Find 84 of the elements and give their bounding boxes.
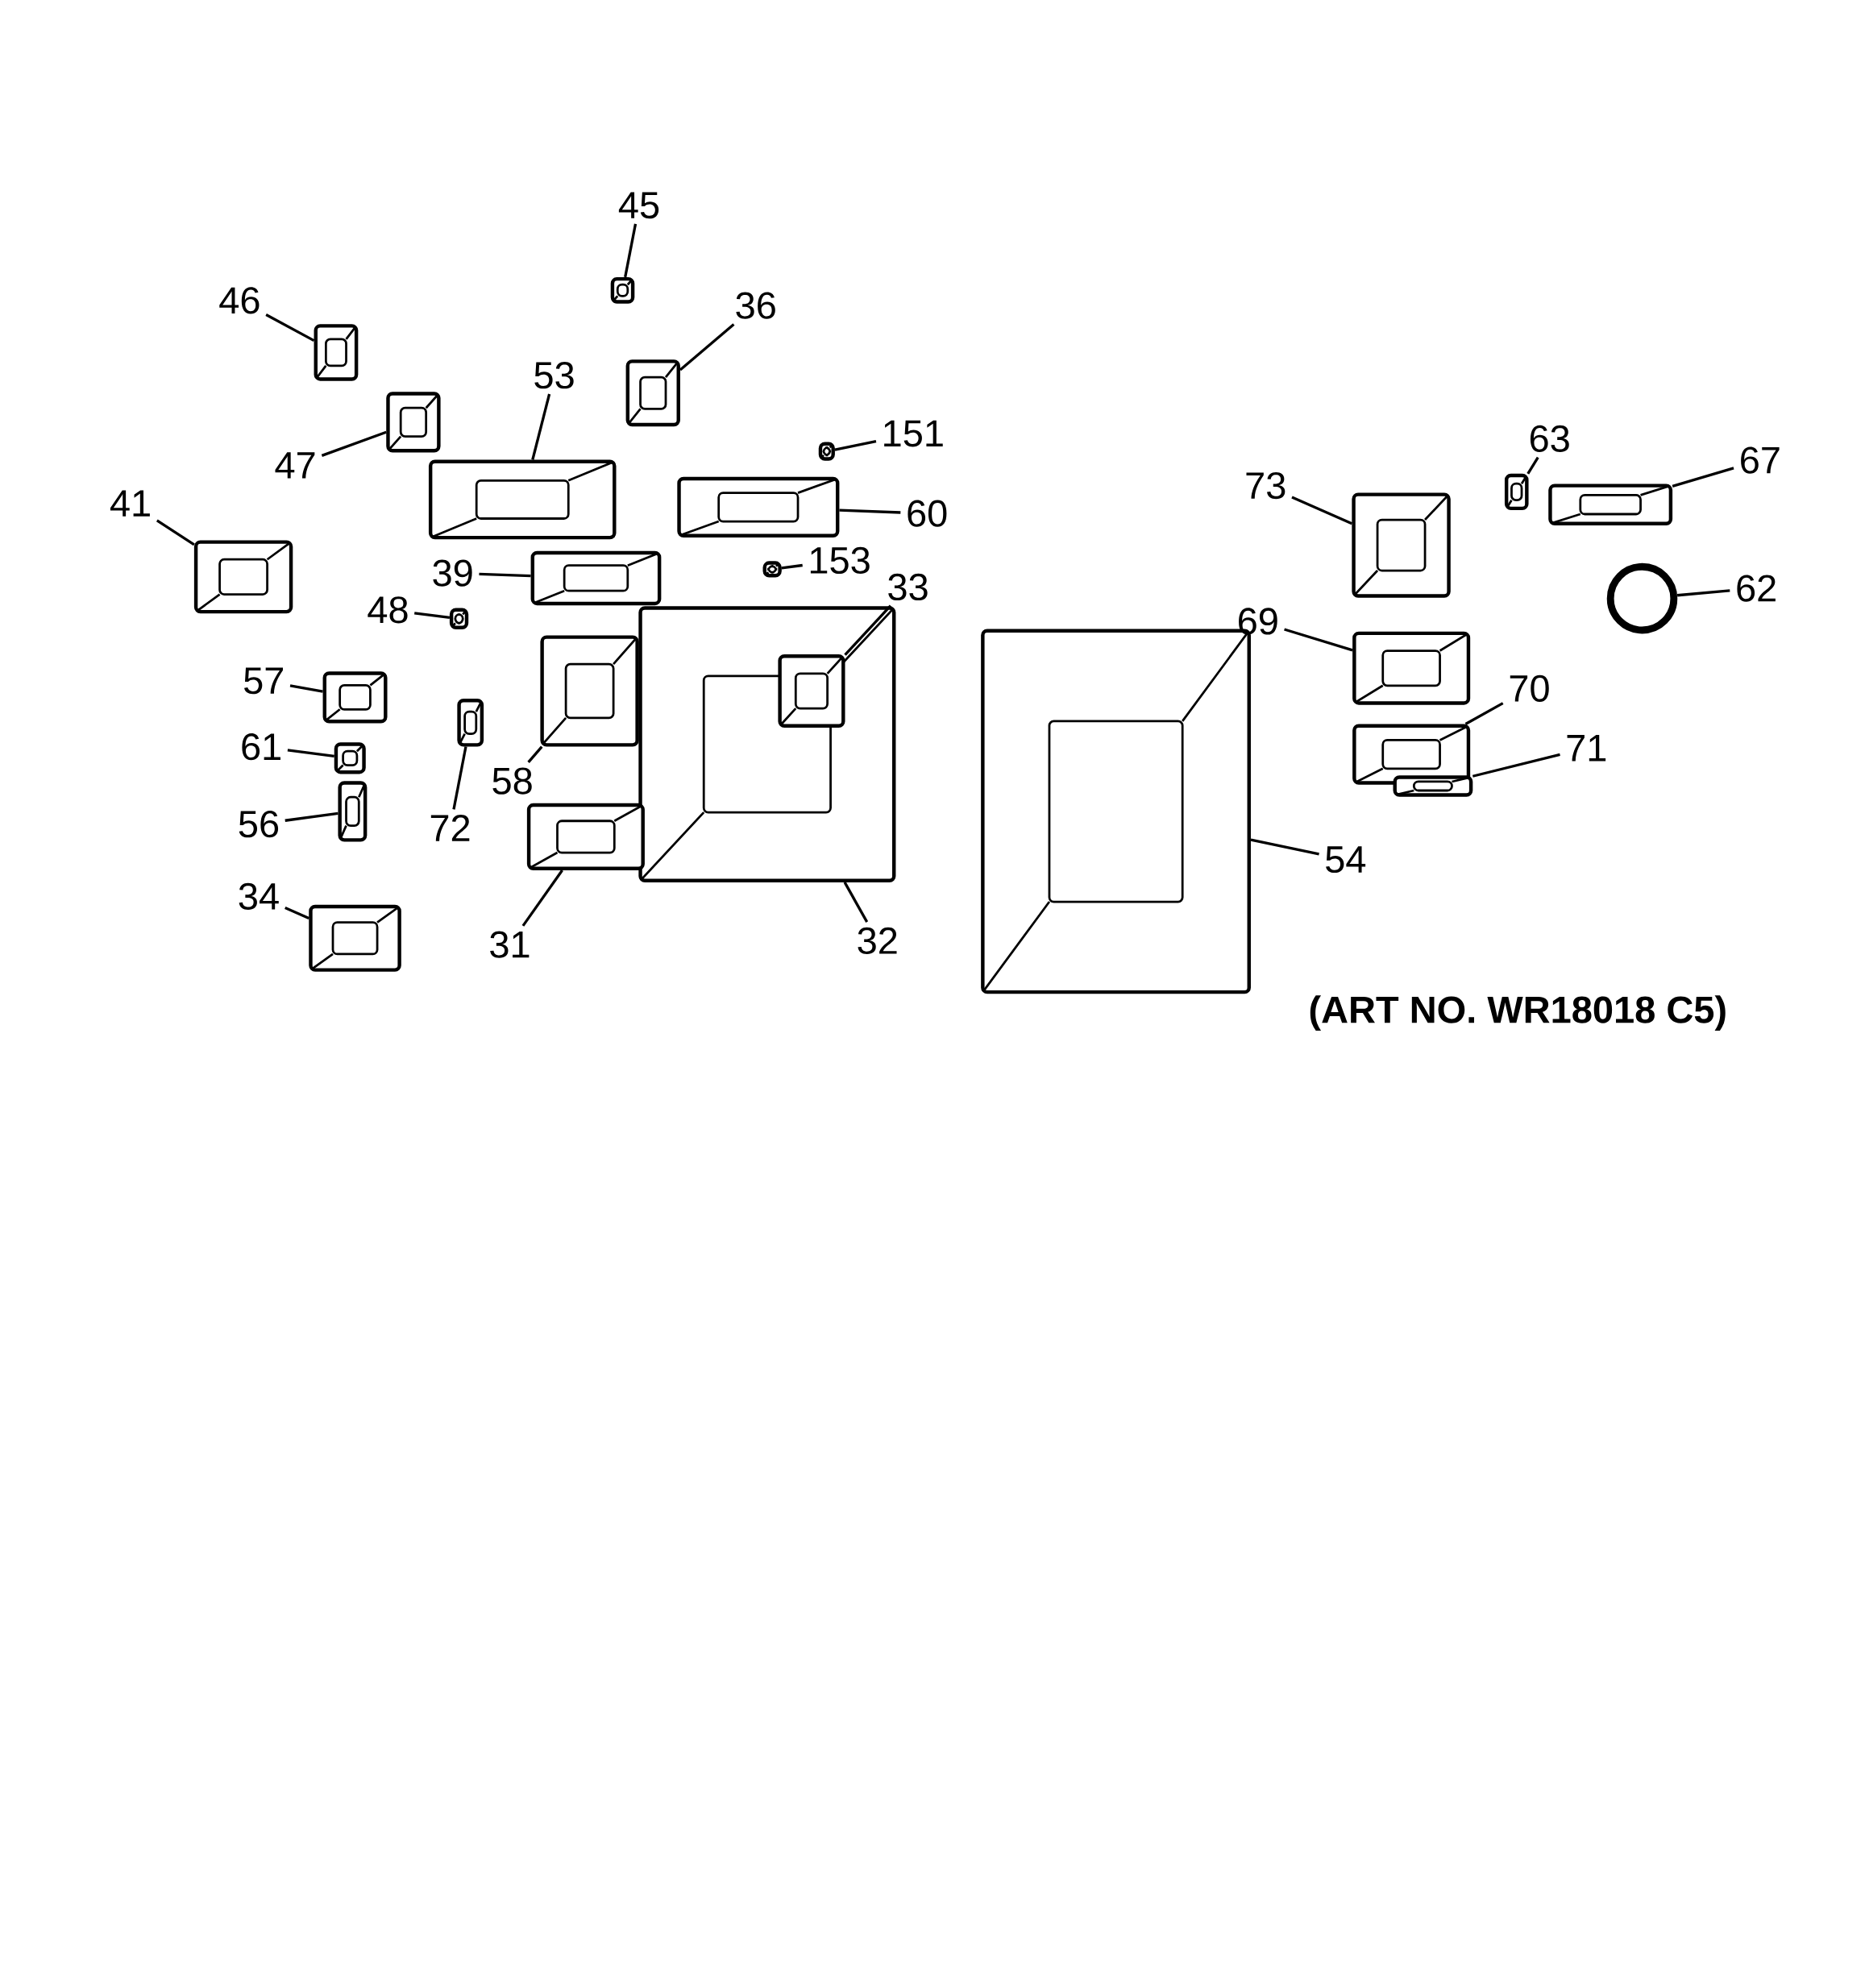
- chute-drawing: [1352, 492, 1451, 598]
- leader-line: [284, 907, 309, 919]
- funnel-drawing: [1352, 631, 1470, 705]
- clip-drawing: [610, 276, 635, 304]
- callout-number: 58: [492, 767, 532, 795]
- leader-line: [623, 223, 637, 278]
- callout-number: 34: [239, 882, 279, 910]
- ring-drawing: [1606, 562, 1678, 634]
- callout-number: 46: [219, 287, 260, 314]
- callout-number: 53: [534, 362, 574, 389]
- callout-number: 63: [1530, 425, 1569, 452]
- leader-line: [289, 684, 323, 693]
- leader-line: [781, 563, 803, 570]
- cup-drawing: [778, 654, 845, 728]
- knob-drawing: [314, 324, 359, 381]
- bracket-drawing: [677, 476, 840, 537]
- callout-number: 39: [433, 559, 472, 587]
- callout-number: 45: [618, 192, 658, 219]
- housing-drawing: [540, 635, 639, 747]
- housing-drawing: [386, 392, 441, 453]
- leader-line: [844, 604, 891, 656]
- leader-line: [479, 572, 531, 578]
- strip-drawing: [1393, 775, 1473, 797]
- leader-line: [839, 508, 901, 514]
- leader-line: [531, 393, 550, 460]
- leader-line: [1526, 456, 1539, 475]
- bulb-drawing: [338, 781, 368, 842]
- panel-drawing: [428, 459, 617, 540]
- callout-number: 153: [810, 546, 870, 575]
- leader-line: [527, 745, 543, 763]
- callout-number: 69: [1238, 608, 1277, 635]
- leader-line: [521, 869, 563, 927]
- socket-drawing: [322, 671, 388, 724]
- leader-line: [287, 749, 334, 757]
- callout-number: 67: [1740, 446, 1780, 474]
- leader-line: [1676, 589, 1730, 597]
- callout-number: 73: [1246, 472, 1286, 500]
- leader-line: [1672, 467, 1734, 488]
- switch-drawing: [457, 699, 484, 747]
- bracket-drawing: [193, 540, 293, 614]
- callout-number: 60: [908, 500, 947, 527]
- screw-drawing: [818, 442, 835, 461]
- leader-line: [156, 519, 195, 546]
- callout-number: 41: [110, 490, 150, 517]
- wire-drawing: [309, 904, 401, 972]
- leader-line: [843, 882, 868, 923]
- callout-number: 71: [1567, 735, 1605, 762]
- callout-number: 33: [888, 573, 928, 601]
- callout-number: 151: [883, 420, 943, 447]
- callout-number: 61: [242, 733, 280, 761]
- art-number: (ART NO. WR18018 C5): [1310, 995, 1726, 1031]
- tray-drawing: [526, 803, 645, 870]
- leader-line: [1283, 628, 1353, 652]
- socket-drawing: [334, 742, 366, 774]
- screw-drawing: [762, 561, 782, 578]
- leader-line: [834, 439, 877, 451]
- leader-line: [1291, 496, 1352, 525]
- board-drawing: [530, 550, 662, 606]
- leader-line: [452, 746, 467, 810]
- callout-number: 31: [489, 931, 530, 958]
- callout-number: 47: [275, 452, 315, 479]
- leader-line: [1464, 702, 1504, 725]
- bracket-drawing: [1352, 724, 1470, 785]
- clip-drawing: [449, 608, 468, 630]
- callout-number: 36: [736, 292, 775, 319]
- leader-line: [285, 811, 339, 822]
- callout-number: 72: [430, 815, 470, 841]
- leader-line: [1472, 753, 1560, 778]
- callout-number: 57: [243, 667, 283, 695]
- bracket-drawing: [1548, 484, 1672, 525]
- callout-number: 70: [1510, 674, 1549, 702]
- callout-number: 54: [1325, 846, 1365, 874]
- housing-drawing: [638, 606, 896, 882]
- leader-line: [679, 323, 735, 371]
- spring-drawing: [1504, 473, 1529, 511]
- bracket-drawing: [625, 359, 680, 427]
- callout-number: 48: [368, 596, 408, 624]
- leader-line: [265, 313, 315, 342]
- callout-number: 56: [239, 811, 278, 838]
- callout-number: 62: [1737, 575, 1776, 602]
- leader-line: [1250, 838, 1319, 856]
- leader-line: [321, 430, 387, 457]
- leader-line: [413, 612, 450, 619]
- callout-number: 32: [858, 927, 897, 955]
